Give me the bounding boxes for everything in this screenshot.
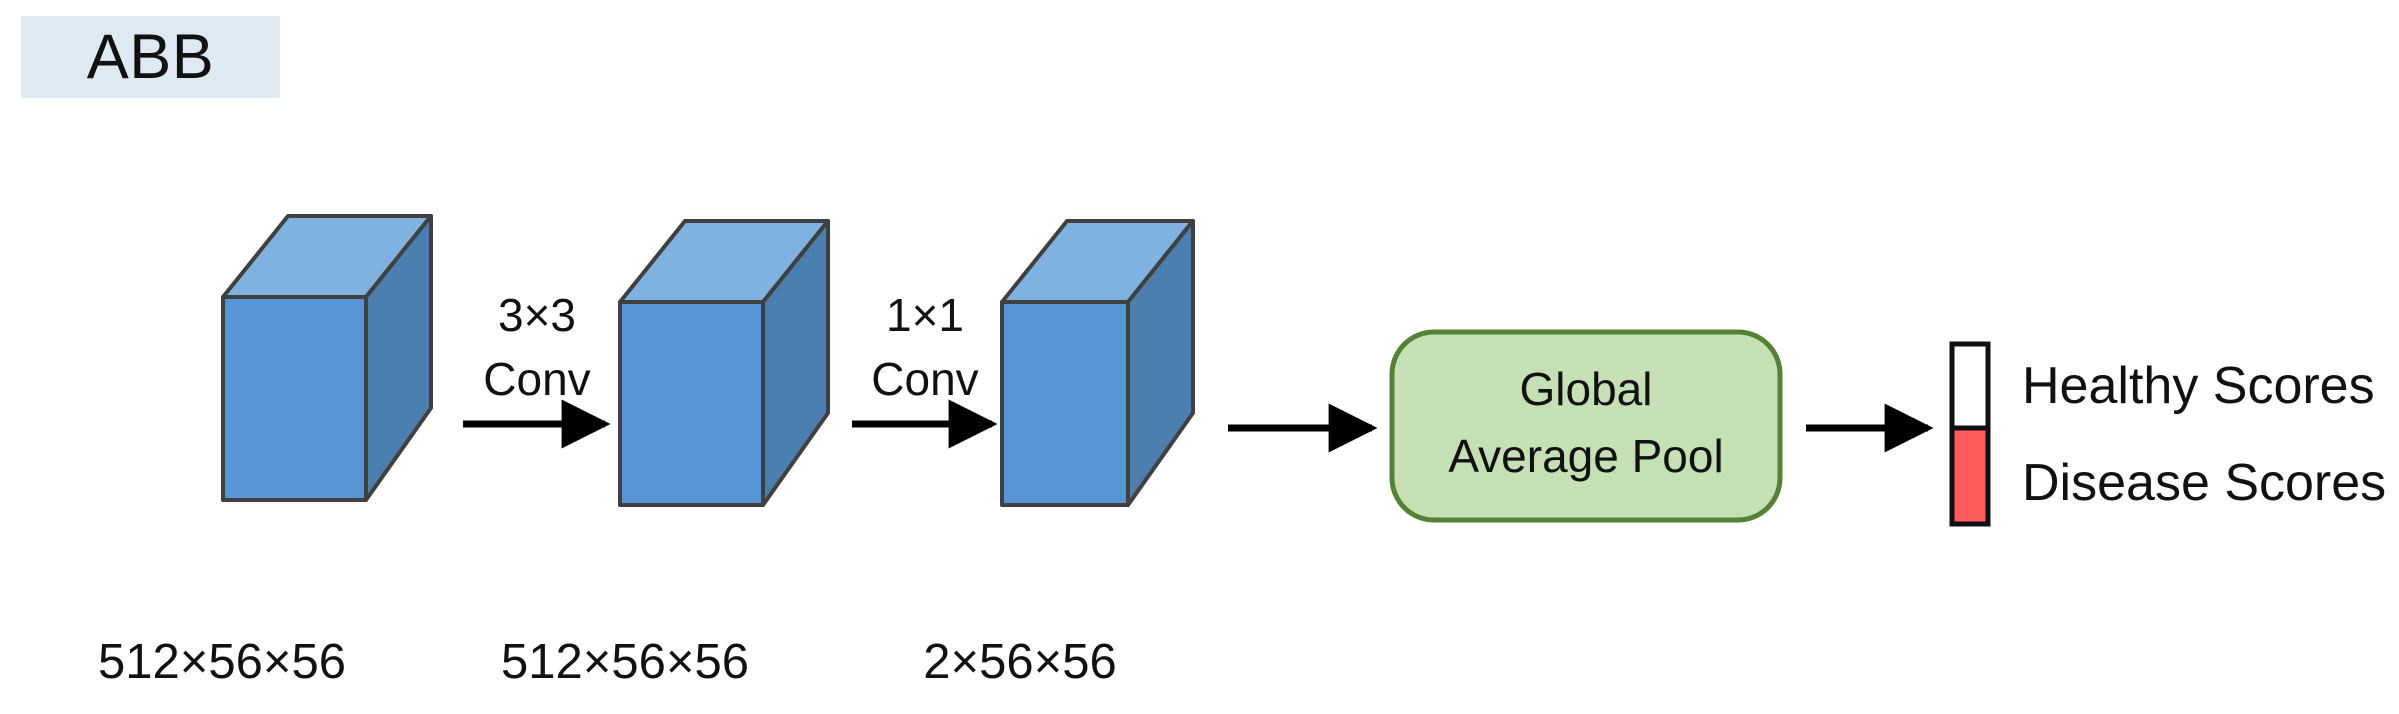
- operation-conv-3x3: 3×3 Conv: [463, 289, 611, 449]
- conv3x3-line1: 3×3: [498, 289, 576, 341]
- block-caption-0: 512×56×56: [98, 635, 346, 689]
- score-label-disease: Disease Scores: [2022, 454, 2386, 512]
- score-cell-disease: [1949, 425, 1991, 527]
- conv3x3-line2: Conv: [483, 353, 590, 405]
- conv1x1-line2: Conv: [871, 353, 978, 405]
- conv1x1-line1: 1×1: [886, 289, 964, 341]
- operation-conv-1x1: 1×1 Conv: [852, 289, 998, 449]
- block-caption-1: 512×56×56: [501, 635, 749, 689]
- pool-box[interactable]: [1389, 329, 1783, 523]
- block-caption-2: 2×56×56: [923, 635, 1117, 689]
- cuboid-front-face: [221, 295, 368, 502]
- cuboid-front-face: [1000, 300, 1130, 507]
- cuboid-conv1x1-feature-map: [1000, 219, 1195, 507]
- score-bar: [1949, 341, 1991, 527]
- pool-label-line2: Average Pool: [1448, 430, 1723, 482]
- cuboid-front-face: [618, 300, 765, 507]
- panel-tag-background: [21, 16, 280, 98]
- cuboid-input-feature-map: [221, 214, 433, 502]
- pool-label-line1: Global: [1520, 363, 1653, 415]
- cuboid-conv3x3-feature-map: [618, 219, 830, 507]
- score-label-healthy: Healthy Scores: [2022, 357, 2375, 415]
- score-cell-healthy: [1949, 341, 1991, 431]
- global-average-pool-block[interactable]: Global Average Pool: [1389, 329, 1783, 523]
- panel-tag-label: ABB: [86, 22, 215, 92]
